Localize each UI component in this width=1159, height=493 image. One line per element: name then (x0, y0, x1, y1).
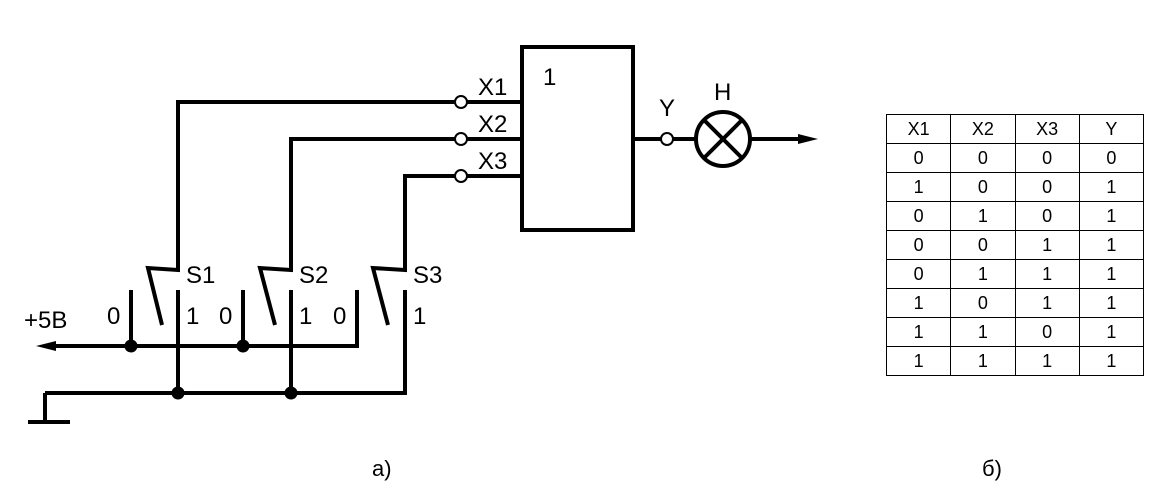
table-cell: 1 (885, 288, 952, 318)
table-cell: 0 (1014, 201, 1080, 231)
table-cell: 0 (950, 172, 1016, 202)
table-cell: 1 (1078, 317, 1145, 347)
table-cell: 0 (885, 143, 952, 173)
gate-label: 1 (543, 64, 556, 91)
table-cell: 1 (1014, 346, 1080, 376)
lamp-icon (694, 110, 752, 168)
table-cell: 1 (1078, 230, 1145, 260)
table-cell: 0 (950, 143, 1016, 173)
table-cell: 0 (885, 259, 952, 289)
table-cell: 1 (950, 346, 1016, 376)
table-cell: 1 (1078, 288, 1145, 318)
switch-label-s1: S1 (186, 262, 215, 289)
header-cell: X3 (1014, 114, 1080, 144)
input-pin-x3 (454, 169, 468, 183)
lamp-label-h: H (714, 79, 731, 106)
supply-label: +5В (24, 307, 67, 334)
input-label-x2: X2 (478, 111, 507, 138)
table-cell: 1 (885, 317, 952, 347)
output-arrow-icon (798, 134, 818, 144)
caption-b: б) (982, 456, 1002, 481)
table-cell: 0 (1014, 172, 1080, 202)
switch-s1 (129, 255, 180, 393)
table-cell: 1 (885, 172, 952, 202)
table-cell: 0 (950, 288, 1016, 318)
input-pin-x2 (454, 132, 468, 146)
switch-s1-pos1: 1 (186, 303, 199, 330)
or-gate (520, 45, 635, 232)
switch-s3-pos0: 0 (333, 303, 346, 330)
header-cell: X1 (885, 114, 952, 144)
output-label-y: Y (659, 95, 675, 122)
switch-s3 (355, 255, 407, 393)
input-label-x3: X3 (478, 148, 507, 175)
table-cell: 1 (1014, 259, 1080, 289)
table-cell: 1 (1014, 288, 1080, 318)
switch-label-s2: S2 (299, 262, 328, 289)
table-cell: 1 (950, 259, 1016, 289)
switch-s2-pos1: 1 (299, 303, 312, 330)
switch-s2-pos0: 0 (219, 303, 232, 330)
switch-s2 (241, 255, 293, 393)
header-cell: Y (1078, 114, 1145, 144)
table-cell: 1 (950, 317, 1016, 347)
table-cell: 1 (1014, 230, 1080, 260)
table-cell: 0 (885, 201, 952, 231)
header-cell: X2 (950, 114, 1016, 144)
table-cell: 0 (885, 230, 952, 260)
supply-arrow-icon (36, 341, 56, 351)
output-pin-y (660, 132, 674, 146)
table-cell: 1 (1078, 346, 1145, 376)
table-cell: 0 (1014, 317, 1080, 347)
table-cell: 1 (1078, 172, 1145, 202)
table-header-row: X1 X2 X3 Y (885, 114, 1145, 144)
switch-label-s3: S3 (413, 262, 442, 289)
table-cell: 0 (950, 230, 1016, 260)
table-cell: 1 (1078, 259, 1145, 289)
table-cell: 1 (950, 201, 1016, 231)
input-label-x1: X1 (478, 74, 507, 101)
switch-s1-pos0: 0 (107, 303, 120, 330)
input-pin-x1 (454, 95, 468, 109)
table-cell: 0 (1078, 143, 1145, 173)
table-cell: 1 (1078, 201, 1145, 231)
switch-s3-pos1: 1 (413, 303, 426, 330)
table-cell: 0 (1014, 143, 1080, 173)
caption-a: а) (372, 456, 392, 481)
table-cell: 1 (885, 346, 952, 376)
